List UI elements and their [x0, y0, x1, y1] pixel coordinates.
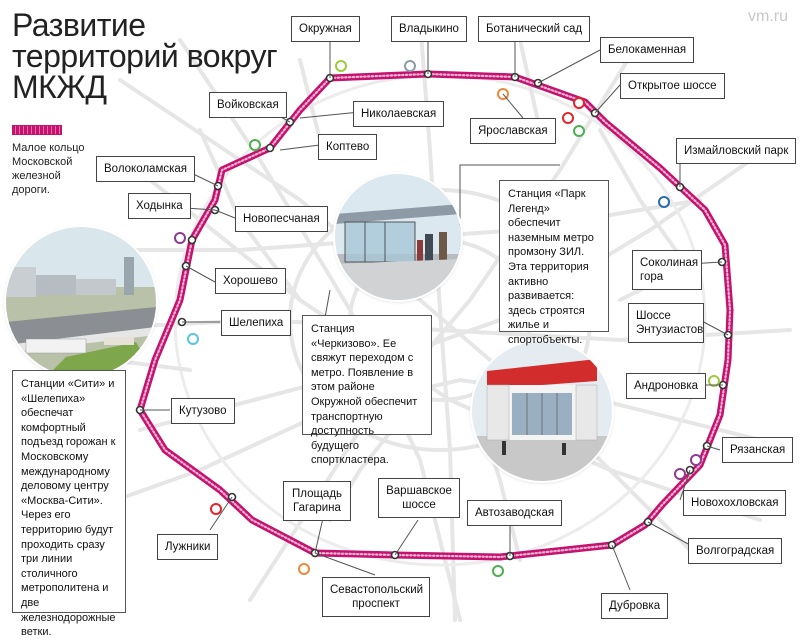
station-izmailovsky-park[interactable]: Измайловский парк [676, 138, 797, 164]
mkzd-ring [136, 70, 734, 561]
watermark: vm.ru [748, 8, 788, 25]
photo-cherkizovo [335, 174, 461, 300]
station-ploshchad-gagarina[interactable]: Площадь Гагарина [283, 481, 351, 521]
station-vladykino[interactable]: Владыкино [391, 16, 467, 42]
station-khoroshevo[interactable]: Хорошево [215, 268, 286, 294]
page-title: Развитие территорий вокруг МКЖД [12, 7, 278, 105]
station-sevastopolsky-prospekt[interactable]: Севастопольский проспект [322, 577, 430, 617]
station-okruzhnaya[interactable]: Окружная [291, 16, 360, 42]
station-koptevo[interactable]: Коптево [318, 134, 378, 160]
station-shelepikha[interactable]: Шелепиха [221, 310, 292, 336]
station-andronovka[interactable]: Андроновка [626, 373, 707, 399]
station-shosse-entuziastov[interactable]: Шоссе Энтузиастов [628, 303, 704, 343]
title-line-1: Развитие [12, 7, 146, 43]
title-line-2: территорий вокруг [12, 38, 278, 74]
note-park-legend: Станция «Парк Легенд» обеспечит наземным… [499, 180, 609, 346]
photo-park-legend-illustration [472, 341, 612, 481]
station-volokolamskaya[interactable]: Волоколамская [96, 156, 196, 182]
title-line-3: МКЖД [12, 69, 107, 105]
station-yaroslavskaya[interactable]: Ярославская [470, 118, 556, 144]
photo-moscow-city-illustration [6, 227, 156, 377]
station-khodynka[interactable]: Ходынка [128, 193, 191, 219]
station-otkrytoe-shosse[interactable]: Открытое шоссе [620, 73, 725, 99]
station-volgogradskaya[interactable]: Волгоградская [688, 538, 783, 564]
station-varshavskoe-shosse[interactable]: Варшавское шоссе [378, 478, 460, 518]
station-avtozavodskaya[interactable]: Автозаводская [467, 500, 563, 526]
note-moscow-city: Станции «Сити» и «Шелепиха» обеспечат ко… [12, 370, 126, 638]
station-kutuzovo[interactable]: Кутузово [171, 398, 235, 424]
metro-transfers [174, 60, 720, 577]
station-botanichesky-sad[interactable]: Ботанический сад [478, 16, 591, 42]
photo-park-legend [472, 341, 612, 481]
station-belokamennaya[interactable]: Белокаменная [600, 37, 695, 63]
station-novopeschanaya[interactable]: Новопесчаная [235, 206, 328, 232]
station-novokhokhlovskaya[interactable]: Новохохловская [683, 490, 787, 516]
legend-ring-swatch [12, 125, 62, 135]
note-cherkizovo: Станция «Черкизово». Ее свяжут переходом… [302, 315, 432, 466]
station-dubrovka[interactable]: Дубровка [601, 593, 669, 619]
station-voykovskaya[interactable]: Войковская [209, 92, 287, 118]
station-ryazanskaya[interactable]: Рязанская [722, 437, 794, 463]
photo-cherkizovo-illustration [335, 174, 461, 300]
legend-text: Малое кольцо Московской железной дороги. [12, 142, 85, 196]
photo-moscow-city [6, 227, 156, 377]
station-sokolinaya-gora[interactable]: Соколиная гора [632, 250, 702, 290]
station-luzhniki[interactable]: Лужники [157, 534, 219, 560]
station-nikolaevskaya[interactable]: Николаевская [353, 101, 445, 127]
